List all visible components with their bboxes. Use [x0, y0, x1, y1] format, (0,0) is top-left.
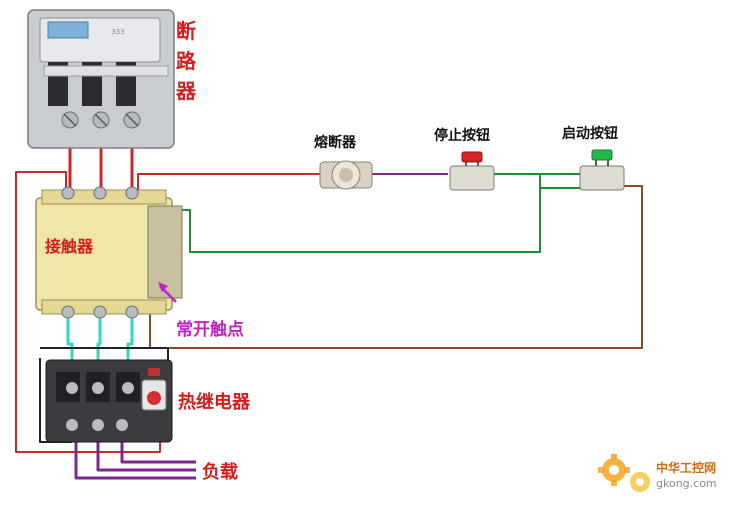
- wire-load-2: [96, 440, 196, 472]
- fuse: [319, 160, 373, 190]
- contactor-label: 接触器: [45, 237, 94, 256]
- start-button[interactable]: [579, 149, 625, 191]
- breaker-label-char-1: 断: [176, 19, 196, 43]
- wire-load-3: [120, 440, 196, 464]
- breaker-label-char-2: 路: [176, 49, 197, 73]
- start-button-label: 启动按钮: [562, 125, 618, 142]
- thermal-relay-label: 热继电器: [178, 391, 251, 413]
- thermal-relay: [45, 359, 173, 443]
- wire-start-brown: [149, 185, 643, 349]
- wire-red-outer-loop: [15, 171, 161, 453]
- breaker-label-char-3: 器: [175, 79, 197, 103]
- no-contact-label: 常开触点: [176, 319, 244, 340]
- stop-button-label: 停止按钮: [434, 127, 490, 144]
- load-label: 负载: [202, 461, 238, 483]
- watermark-logo: [598, 454, 650, 492]
- watermark-url: gkong.com: [656, 477, 717, 490]
- wire-load-1: [74, 440, 196, 480]
- watermark-cn: 中华工控网: [656, 460, 716, 475]
- circuit-breaker: 333: [27, 9, 175, 149]
- breaker-small-text: 333: [111, 28, 124, 36]
- stop-button[interactable]: [449, 151, 495, 191]
- wire-red-to-fuse: [137, 173, 320, 190]
- fuse-label: 熔断器: [314, 134, 357, 151]
- no-contact-pointer: [158, 282, 177, 303]
- wire-black-top: [40, 347, 169, 360]
- contactor: 接触器: [35, 186, 183, 319]
- gear-icon: [598, 454, 630, 486]
